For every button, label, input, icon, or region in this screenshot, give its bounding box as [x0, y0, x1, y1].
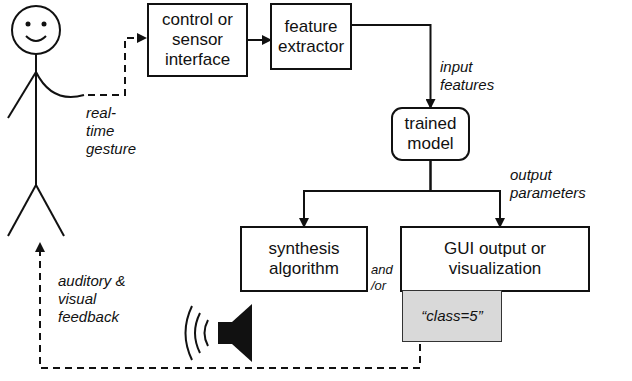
node-text: feature extractor [277, 17, 345, 57]
flow-arrow [248, 39, 270, 41]
node-text: trained model [398, 114, 463, 154]
gesture-dashed-arrow [88, 38, 145, 95]
flow-arrow [352, 25, 431, 107]
node-text: GUI output or visualization [407, 239, 583, 279]
class-output-box: “class=5” [402, 290, 502, 342]
feedback-label: auditory & visual feedback [58, 272, 132, 326]
node-text: synthesis algorithm [247, 239, 361, 279]
node-text: control or sensor interface [154, 10, 241, 70]
process-box: synthesis algorithm [240, 226, 368, 292]
stick-figure [8, 6, 84, 236]
output-box: GUI output or visualization [400, 226, 590, 292]
flow-arrow [431, 161, 501, 226]
process-box: control or sensor interface [147, 3, 248, 77]
model-box: trained model [391, 107, 470, 161]
speaker-icon [186, 304, 253, 362]
gesture-label: real-time gesture [86, 104, 144, 158]
node-text: “class=5” [421, 306, 482, 326]
flow-arrow [304, 161, 431, 226]
edge-label: input features [440, 58, 512, 94]
edge-label: output parameters [510, 166, 610, 202]
and-or-label: and /or [371, 262, 398, 294]
process-box: feature extractor [270, 3, 352, 70]
